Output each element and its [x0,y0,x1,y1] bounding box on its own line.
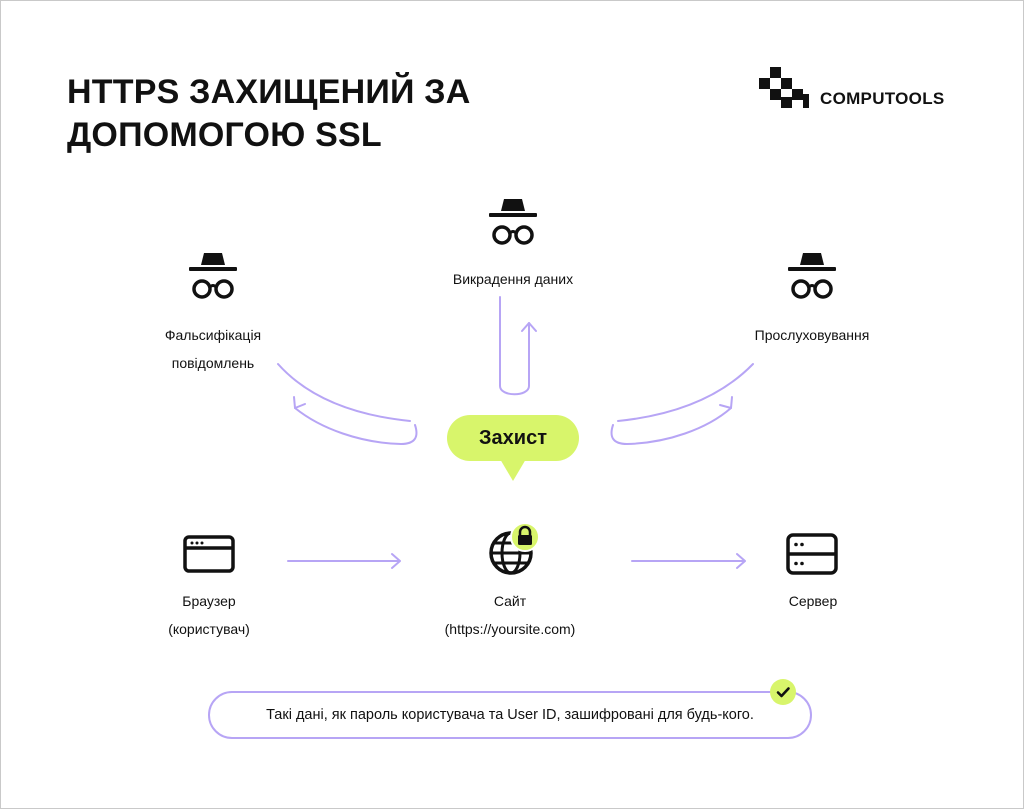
browser-line-2: (користувач) [168,621,250,637]
browser-window-icon [183,535,235,573]
threat-label-tampering: Фальсифікація повідомлень [113,321,313,377]
spy-icon-center [489,199,537,245]
check-icon [776,687,790,698]
encryption-note: Такі дані, як пароль користувача та User… [208,691,812,739]
threat-tampering-line-1: Фальсифікація [164,327,262,343]
site-line-1: Сайт [493,593,527,609]
node-label-site: Сайт (https://yoursite.com) [410,587,610,643]
threat-label-eavesdropping: Прослуховування [712,321,912,349]
node-label-server: Сервер [713,587,913,615]
spy-icon-left [189,253,237,299]
page-title: HTTPS ЗАХИЩЕНИЙ ЗА ДОПОМОГОЮ SSL [67,71,471,157]
spy-icon-right [788,253,836,299]
title-line-2: ДОПОМОГОЮ SSL [67,116,382,154]
threat-eavesdropping-line-1: Прослуховування [754,327,870,343]
node-label-browser: Браузер (користувач) [109,587,309,643]
browser-line-1: Браузер [182,593,236,609]
threat-label-data-theft: Викрадення даних [413,265,613,293]
arrow-to-data-theft [499,296,530,396]
computools-logo-icon [759,67,809,108]
brand-logo: COMPUTOOLS [756,67,966,111]
arrow-browser-to-site [287,553,401,569]
threat-data-theft-line-1: Викрадення даних [452,271,574,287]
server-icon [786,533,838,575]
protection-badge: Захист [447,415,579,461]
arrow-to-tampering [294,407,418,445]
server-line-1: Сервер [788,593,838,609]
site-line-2: (https://yoursite.com) [444,621,576,637]
protection-badge-tail [500,459,526,481]
title-line-1: HTTPS ЗАХИЩЕНИЙ ЗА [67,73,471,111]
arrow-site-to-server [631,553,746,569]
brand-name: COMPUTOOLS [820,89,945,108]
globe-lock-icon [489,522,540,575]
check-badge [770,679,796,705]
arrow-to-eavesdropping [610,407,732,445]
threat-tampering-line-2: повідомлень [171,355,255,371]
